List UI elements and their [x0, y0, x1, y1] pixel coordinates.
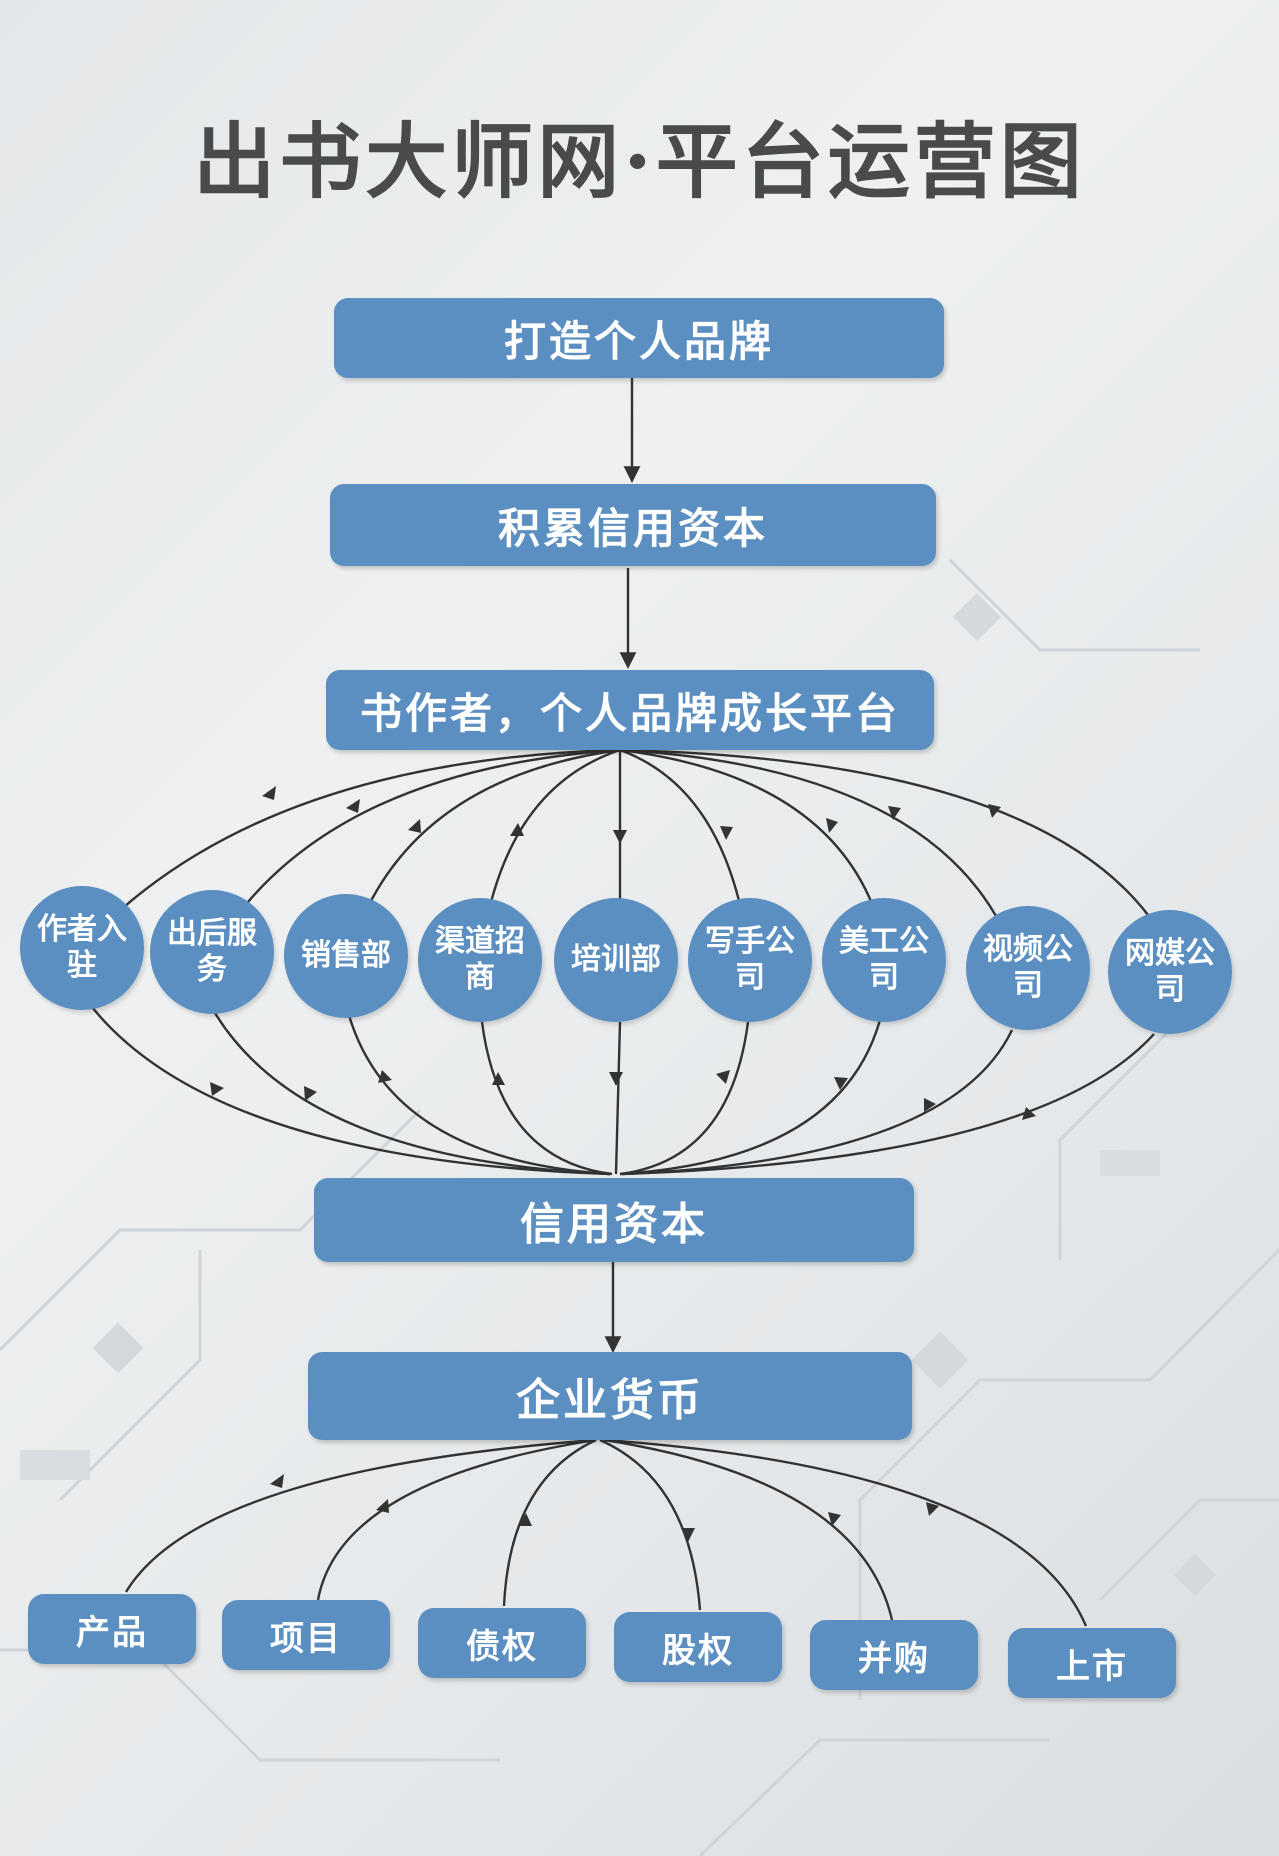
- outcome-equity: 股权: [614, 1612, 782, 1682]
- accumulate-box: 积累信用资本: [330, 484, 936, 566]
- arrowhead: [826, 818, 838, 833]
- fan-out-outcome-5: [603, 1438, 894, 1621]
- outcome-product: 产品: [28, 1594, 196, 1664]
- fan-out-outcome-3: [502, 1438, 597, 1607]
- arrowhead: [720, 826, 733, 840]
- outcome-project: 项目: [222, 1600, 390, 1670]
- fan-out-outcome-6: [603, 1438, 1088, 1627]
- arrowhead: [510, 823, 524, 836]
- platform-box: 书作者，个人品牌成长平台: [326, 670, 934, 750]
- arrowhead: [834, 1077, 848, 1090]
- arrowhead: [376, 1499, 389, 1513]
- fan-in-3: [346, 1011, 611, 1176]
- arrowhead: [716, 1070, 730, 1084]
- fan-out-9: [619, 748, 1162, 933]
- arrowhead: [492, 1072, 505, 1085]
- arrowhead: [378, 1070, 392, 1083]
- page-title: 出书大师网·平台运营图: [193, 114, 1086, 210]
- fan-out-1: [77, 748, 621, 953]
- arrowhead: [270, 1474, 284, 1488]
- arrowhead: [828, 1512, 841, 1526]
- arrowhead: [304, 1086, 317, 1101]
- department-circle-after-service: 出后服务: [150, 890, 274, 1014]
- fan-in-4: [480, 1021, 613, 1176]
- currency-box: 企业货币: [308, 1352, 912, 1440]
- arrowhead: [681, 1528, 695, 1542]
- arrowhead: [609, 1072, 623, 1086]
- arrowhead: [210, 1082, 224, 1096]
- fan-out-outcome-4: [599, 1438, 702, 1611]
- fan-in-9: [621, 1033, 1155, 1176]
- fan-in-8: [621, 1029, 1014, 1176]
- department-circle-training: 培训部: [554, 898, 678, 1022]
- arrowhead: [262, 786, 276, 800]
- arrowhead: [518, 1513, 532, 1526]
- arrowhead: [613, 830, 627, 844]
- arrowhead: [924, 1098, 936, 1112]
- outcome-listing: 上市: [1008, 1628, 1176, 1698]
- fan-out-outcome-1: [124, 1438, 597, 1593]
- arrowhead: [346, 799, 360, 813]
- direction-arrowheads: [210, 786, 1036, 1542]
- arrowhead: [408, 819, 421, 833]
- fan-in-7: [619, 1019, 882, 1176]
- department-circle-art: 美工公司: [822, 898, 946, 1022]
- arrowhead: [888, 806, 901, 820]
- fan-out-2: [210, 748, 621, 953]
- outcome-debt: 债权: [418, 1608, 586, 1678]
- department-circle-author-entry: 作者入驻: [20, 886, 144, 1010]
- fan-in-5: [614, 1021, 622, 1175]
- fan-out-outcome-2: [316, 1438, 597, 1601]
- department-circle-web-media: 网媒公司: [1108, 910, 1232, 1034]
- arrowhead: [1022, 1107, 1036, 1120]
- fan-in-6: [619, 1021, 750, 1176]
- arrowhead: [988, 804, 1001, 818]
- fan-in-1: [81, 993, 611, 1176]
- department-circle-video: 视频公司: [966, 906, 1090, 1030]
- department-circle-channel: 渠道招商: [418, 898, 542, 1022]
- arrowhead: [926, 1502, 939, 1516]
- fan-out-8: [619, 748, 1022, 973]
- department-circle-sales: 销售部: [284, 894, 408, 1018]
- credit-box: 信用资本: [314, 1178, 914, 1262]
- fan-in-2: [210, 1007, 611, 1176]
- department-circle-writer: 写手公司: [688, 898, 812, 1022]
- outcome-merger: 并购: [810, 1620, 978, 1690]
- brand-box: 打造个人品牌: [334, 298, 944, 378]
